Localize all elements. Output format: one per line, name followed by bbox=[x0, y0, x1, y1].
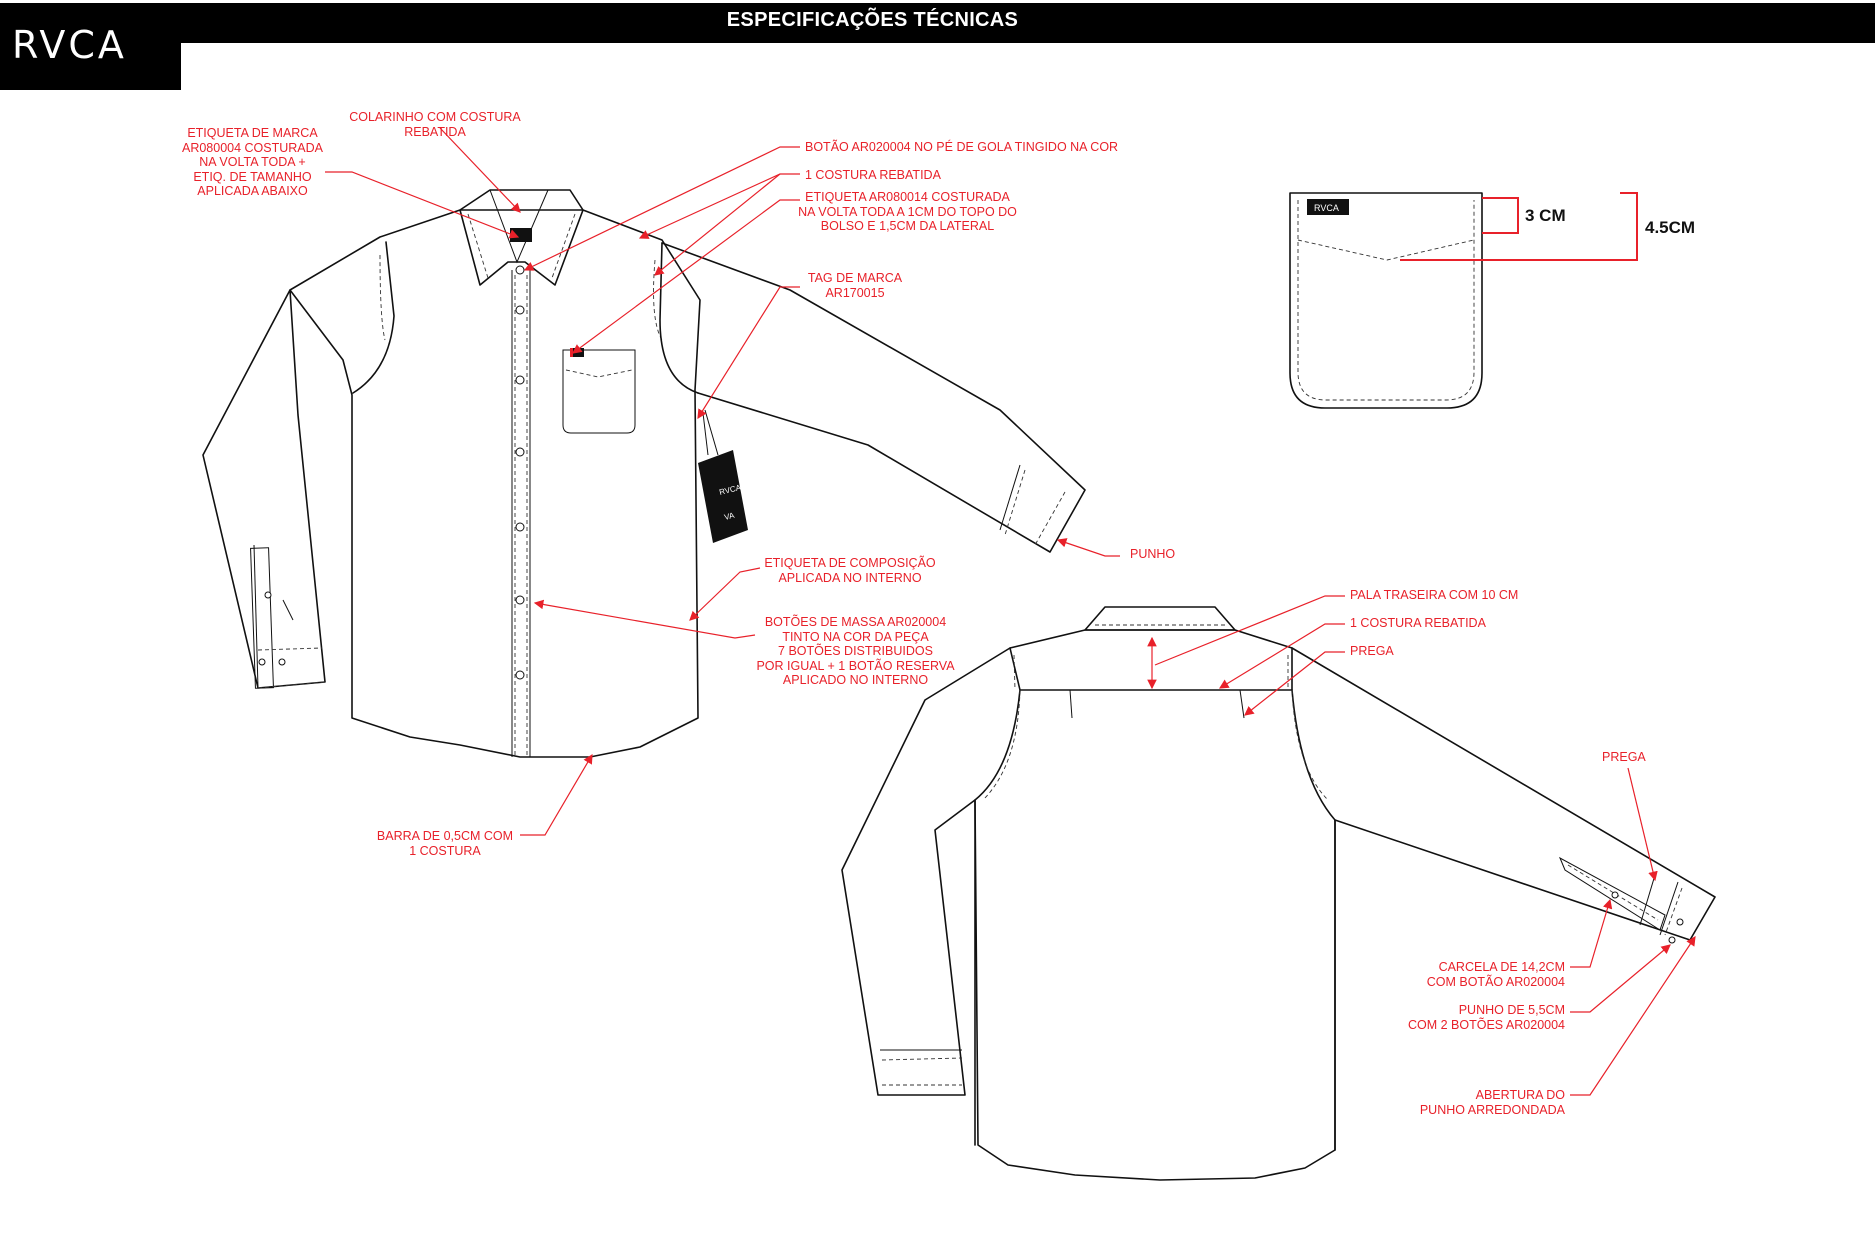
front-buttons bbox=[515, 305, 525, 680]
svg-text:RVCA: RVCA bbox=[1314, 203, 1339, 213]
callout-back-topstitch: 1 COSTURA REBATIDA bbox=[1350, 616, 1486, 630]
rvca-logo: RVCA bbox=[0, 3, 181, 90]
callout-collar-button: BOTÃO AR020004 NO PÉ DE GOLA TINGIDO NA … bbox=[805, 140, 1119, 154]
callout-lines bbox=[325, 127, 1696, 1096]
callout-sleeve-pleat: PREGA bbox=[1602, 750, 1646, 764]
header-bar bbox=[0, 3, 1875, 43]
callout-body-buttons: BOTÕES DE MASSA AR020004 TINTO NA COR DA… bbox=[756, 615, 955, 687]
callout-topstitch: 1 COSTURA REBATIDA bbox=[805, 168, 941, 182]
callout-placket: CARCELA DE 14,2CM COM BOTÃO AR020004 bbox=[1426, 960, 1565, 989]
measure-4-5cm: 4.5CM bbox=[1645, 218, 1696, 237]
callout-pocket-label: ETIQUETA AR080014 COSTURADA NA VOLTA TOD… bbox=[798, 190, 1017, 233]
hang-tag: RVCA VA bbox=[698, 450, 748, 543]
callout-cuff-opening: ABERTURA DO PUNHO ARREDONDADA bbox=[1419, 1088, 1565, 1117]
page-title: ESPECIFICAÇÕES TÉCNICAS bbox=[726, 9, 1019, 31]
front-shirt: RVCA VA bbox=[202, 189, 1086, 758]
callout-back-yoke: PALA TRASEIRA COM 10 CM bbox=[1350, 588, 1519, 602]
callout-cuff: PUNHO bbox=[1130, 547, 1176, 561]
callout-back-cuff: PUNHO DE 5,5CM COM 2 BOTÕES AR020004 bbox=[1407, 1003, 1565, 1032]
callout-back-pleat: PREGA bbox=[1350, 644, 1394, 658]
callout-composition-label: ETIQUETA DE COMPOSIÇÃO APLICADA NO INTER… bbox=[764, 556, 936, 585]
pocket-detail: RVCA bbox=[1289, 192, 1638, 409]
logo-text: RVCA bbox=[12, 23, 127, 67]
svg-text:VA: VA bbox=[723, 511, 736, 522]
measure-3cm: 3 CM bbox=[1525, 206, 1566, 225]
callout-collar: COLARINHO COM COSTURA REBATIDA bbox=[349, 110, 521, 139]
callout-brand-label: ETIQUETA DE MARCA AR080004 COSTURADA NA … bbox=[181, 126, 324, 198]
callout-hem: BARRA DE 0,5CM COM 1 COSTURA bbox=[376, 829, 514, 858]
callout-brand-tag: TAG DE MARCA AR170015 bbox=[807, 271, 903, 300]
back-shirt bbox=[841, 606, 1716, 1181]
